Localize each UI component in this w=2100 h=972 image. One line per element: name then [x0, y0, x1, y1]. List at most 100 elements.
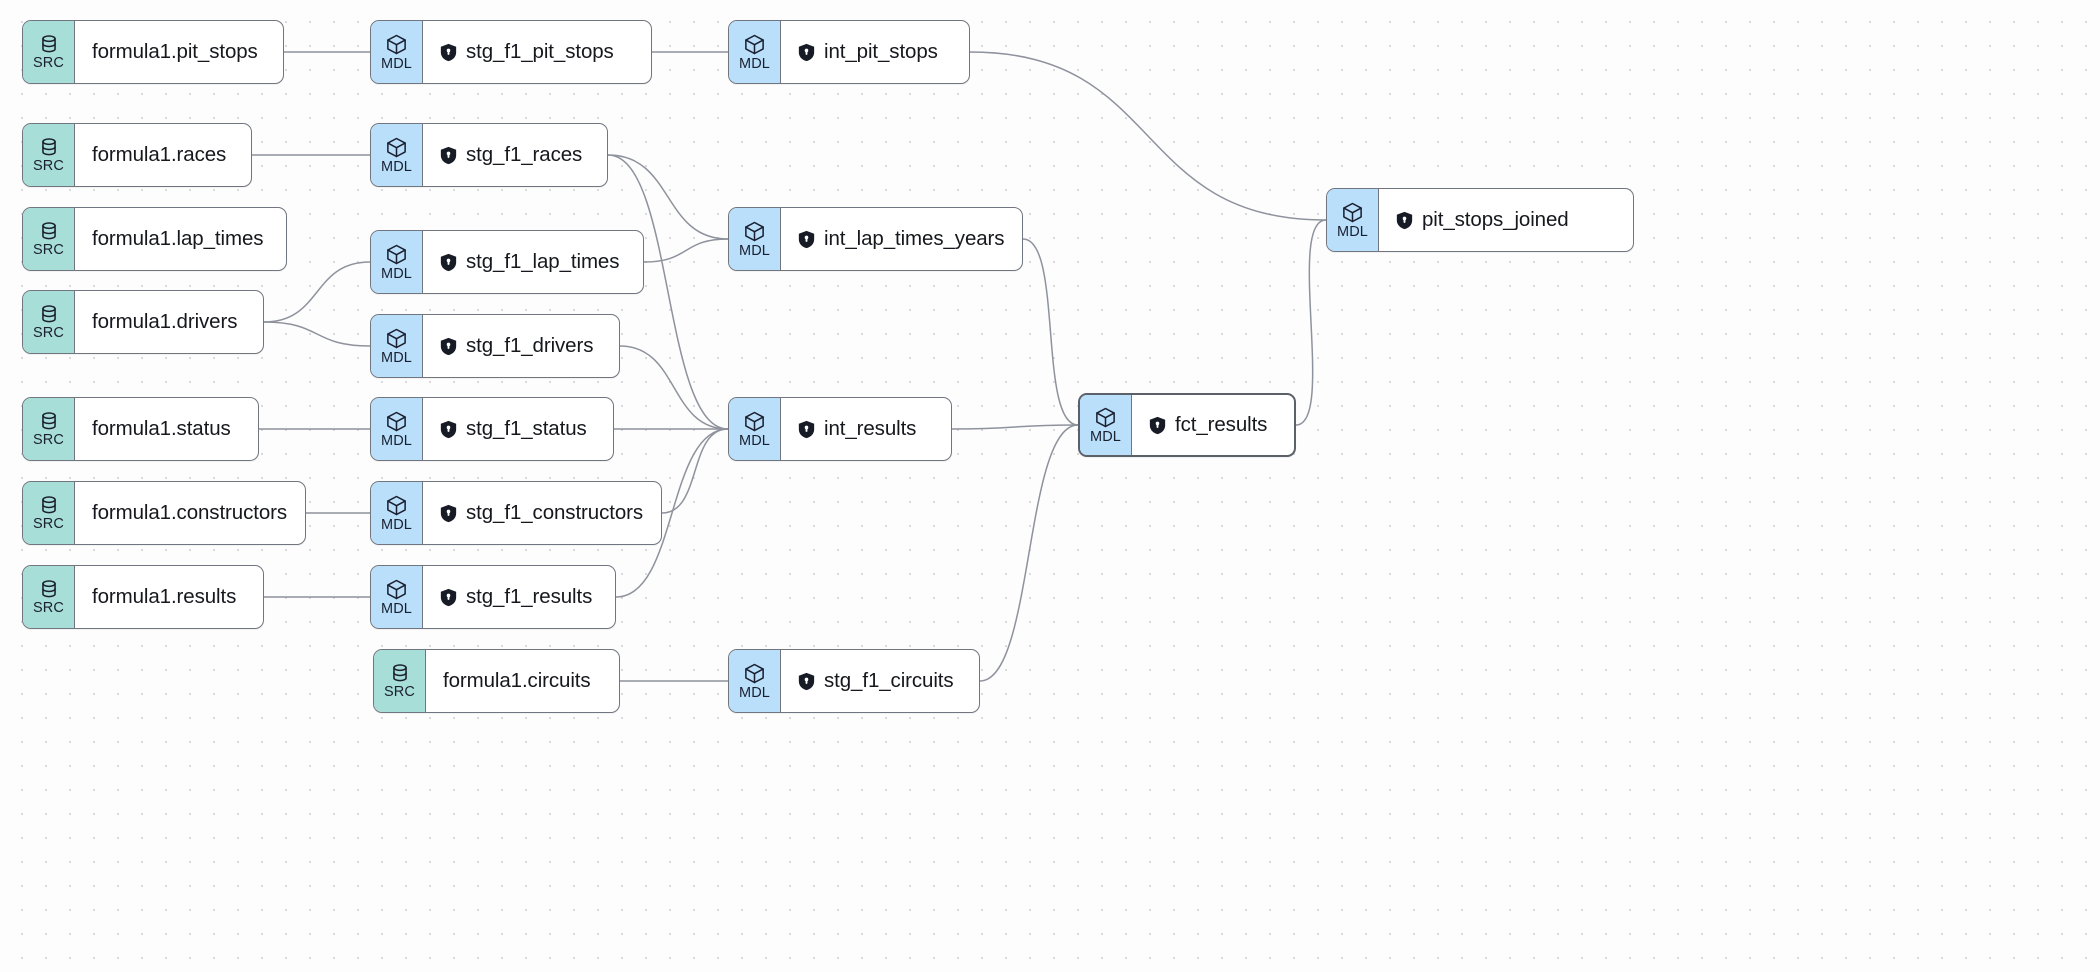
node-body[interactable]: formula1.circuits [426, 650, 619, 712]
shield-icon [440, 337, 457, 355]
graph-node-stg_pit_stops[interactable]: MDL stg_f1_pit_stops [370, 20, 652, 84]
node-body[interactable]: stg_f1_status [423, 398, 613, 460]
cube-icon [387, 411, 406, 431]
graph-node-stg_races[interactable]: MDL stg_f1_races [370, 123, 608, 187]
node-body[interactable]: stg_f1_circuits [781, 650, 979, 712]
shield-icon [440, 420, 457, 438]
node-kind-label: MDL [381, 600, 412, 617]
node-body[interactable]: stg_f1_results [423, 566, 615, 628]
node-body[interactable]: formula1.results [75, 566, 263, 628]
graph-node-src_races[interactable]: SRC formula1.races [22, 123, 252, 187]
node-body[interactable]: stg_f1_pit_stops [423, 21, 651, 83]
node-body[interactable]: pit_stops_joined [1379, 189, 1633, 251]
node-body[interactable]: formula1.races [75, 124, 251, 186]
cube-icon [387, 34, 406, 54]
node-kind-badge: SRC [23, 482, 75, 544]
shield-icon [798, 420, 815, 438]
node-kind-label: MDL [1337, 223, 1368, 240]
node-kind-label: MDL [381, 516, 412, 533]
database-icon [41, 138, 56, 156]
node-body[interactable]: stg_f1_lap_times [423, 231, 643, 293]
node-body[interactable]: formula1.lap_times [75, 208, 286, 270]
node-kind-badge: SRC [23, 21, 75, 83]
node-body[interactable]: int_pit_stops [781, 21, 969, 83]
node-kind-label: MDL [381, 432, 412, 449]
edge-src_drivers-to-stg_drivers [263, 321, 371, 347]
node-kind-badge: MDL [729, 398, 781, 460]
shield-icon [798, 672, 815, 690]
edge-src_drivers-to-stg_lap_times [263, 261, 371, 323]
edge-int_lap_times-to-fct_results [1022, 238, 1079, 426]
node-label: formula1.races [92, 143, 227, 166]
node-label: formula1.results [92, 585, 237, 608]
graph-node-src_results[interactable]: SRC formula1.results [22, 565, 264, 629]
node-label: stg_f1_lap_times [466, 250, 620, 273]
graph-node-int_results[interactable]: MDL int_results [728, 397, 952, 461]
shield-icon [440, 504, 457, 522]
node-body[interactable]: int_results [781, 398, 951, 460]
graph-node-src_pit_stops[interactable]: SRC formula1.pit_stops [22, 20, 284, 84]
node-body[interactable]: fct_results [1132, 395, 1294, 455]
edge-fct_results-to-pit_stops_joined [1295, 219, 1327, 426]
node-body[interactable]: formula1.constructors [75, 482, 305, 544]
node-kind-label: SRC [33, 325, 64, 341]
cube-icon [745, 411, 764, 431]
graph-node-stg_drivers[interactable]: MDL stg_f1_drivers [370, 314, 620, 378]
node-body[interactable]: int_lap_times_years [781, 208, 1022, 270]
graph-node-src_lap_times[interactable]: SRC formula1.lap_times [22, 207, 287, 271]
node-label: stg_f1_drivers [466, 334, 594, 357]
cube-icon [387, 495, 406, 515]
node-label: pit_stops_joined [1422, 208, 1569, 231]
shield-icon [1396, 211, 1413, 229]
graph-node-stg_status[interactable]: MDL stg_f1_status [370, 397, 614, 461]
edge-stg_races-to-int_lap_times [607, 154, 729, 240]
node-kind-label: SRC [33, 242, 64, 258]
database-icon [392, 664, 407, 682]
node-body[interactable]: stg_f1_drivers [423, 315, 619, 377]
edge-stg_circuits-to-fct_results [979, 424, 1079, 682]
node-body[interactable]: stg_f1_constructors [423, 482, 661, 544]
node-kind-badge: MDL [729, 21, 781, 83]
node-label: stg_f1_constructors [466, 501, 643, 524]
edge-int_results-to-fct_results [951, 424, 1079, 430]
node-kind-label: MDL [381, 158, 412, 175]
graph-node-src_drivers[interactable]: SRC formula1.drivers [22, 290, 264, 354]
node-kind-label: MDL [381, 55, 412, 72]
node-kind-badge: MDL [371, 315, 423, 377]
graph-node-stg_constructors[interactable]: MDL stg_f1_constructors [370, 481, 662, 545]
node-label: formula1.pit_stops [92, 40, 258, 63]
database-icon [41, 222, 56, 240]
edge-stg_constructors-to-int_results [661, 428, 729, 514]
graph-node-src_status[interactable]: SRC formula1.status [22, 397, 259, 461]
node-kind-badge: SRC [23, 566, 75, 628]
cube-icon [1343, 202, 1362, 222]
node-kind-badge: MDL [1080, 395, 1132, 455]
edge-int_pit_stops-to-pit_stops_joined [969, 51, 1327, 221]
node-kind-badge: SRC [23, 291, 75, 353]
shield-icon [798, 43, 815, 61]
cube-icon [387, 244, 406, 264]
graph-node-int_lap_times[interactable]: MDL int_lap_times_years [728, 207, 1023, 271]
node-body[interactable]: stg_f1_races [423, 124, 607, 186]
node-body[interactable]: formula1.status [75, 398, 258, 460]
graph-node-stg_results[interactable]: MDL stg_f1_results [370, 565, 616, 629]
node-kind-label: MDL [739, 242, 770, 259]
node-kind-badge: MDL [371, 566, 423, 628]
node-kind-badge: MDL [729, 650, 781, 712]
node-kind-badge: SRC [23, 124, 75, 186]
node-kind-label: MDL [739, 432, 770, 449]
shield-icon [440, 146, 457, 164]
graph-node-pit_stops_joined[interactable]: MDL pit_stops_joined [1326, 188, 1634, 252]
node-body[interactable]: formula1.pit_stops [75, 21, 283, 83]
node-kind-label: SRC [33, 432, 64, 448]
node-label: formula1.drivers [92, 310, 238, 333]
node-body[interactable]: formula1.drivers [75, 291, 263, 353]
